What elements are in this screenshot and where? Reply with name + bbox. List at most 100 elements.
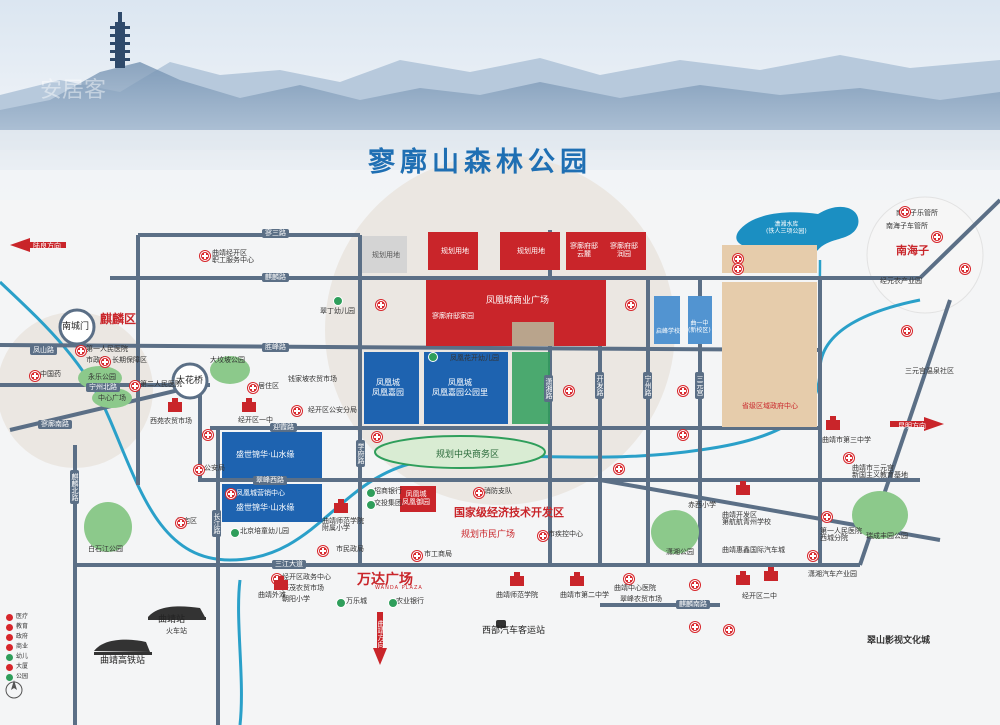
road-label-ninghua: 宁州北路: [86, 383, 120, 392]
label-jiyu: 启峰学校: [656, 328, 681, 335]
hospital-pin-icon: [130, 381, 140, 391]
reservoir: [736, 206, 859, 257]
hospital-pin-icon: [76, 346, 86, 356]
poi-label: 招商银行: [374, 487, 402, 495]
park-xiaoxiang: [651, 510, 699, 554]
kindergarten-pin-icon: [230, 528, 240, 538]
poi-label: 第一人民医院 西城分院: [820, 527, 862, 542]
legend-item: 商业: [6, 642, 28, 652]
road-label-ningzhou: 宁州路: [643, 372, 652, 399]
label-liaokuo: 寥廓府邸家园: [432, 312, 474, 320]
watermark: 安居客: [40, 78, 107, 103]
road-label-fengshan: 凤山路: [30, 346, 57, 355]
compass-icon: [5, 680, 23, 699]
road-label-kaifa: 开发路: [595, 372, 604, 399]
hsr-icon: [94, 639, 152, 655]
label-fhc-jiayuan: 凤凰城 凤凰嘉园: [372, 378, 404, 397]
poi-pin-icon: [176, 518, 186, 528]
block-fhc-jiayuan: [364, 352, 419, 424]
block-planning-red-3: [566, 280, 606, 346]
school-icon: [736, 481, 750, 495]
poi-pin-icon: [902, 326, 912, 336]
direction-kunming: 昆明方向: [898, 422, 926, 430]
poi-label: 消防支队: [484, 487, 512, 495]
poi-label: 中心广场: [98, 394, 126, 402]
legend-dot-icon: [6, 643, 13, 651]
pagoda-icon: [110, 12, 130, 68]
district-nanhaizi: 南海子: [896, 244, 929, 257]
bank-pin-icon: [366, 488, 376, 498]
kindergarten-pin-icon: [428, 352, 438, 362]
poi-label: 西部汽车客运站: [482, 626, 546, 636]
block-liaokuo-2: [566, 232, 646, 270]
poi-label: 第一人民医院: [86, 345, 128, 353]
police-pin-icon: [292, 406, 302, 416]
poi-label: 凤凰花开幼儿园: [450, 354, 499, 362]
school-icon: [274, 576, 288, 590]
poi-label: 永乐公园: [88, 373, 116, 381]
poi-label: 南海子车管所: [886, 222, 928, 230]
poi-label: 火车站: [166, 627, 187, 635]
legend-dot-icon: [6, 633, 13, 641]
block-shengshi-1: [222, 432, 322, 478]
poi-label: 曲靖市第三中学: [822, 436, 871, 444]
poi-pin-icon: [372, 432, 382, 442]
poi-pin-icon: [538, 531, 548, 541]
road-label-shenghu: 胜峰路: [262, 343, 289, 352]
gov-pin-icon: [100, 357, 110, 367]
road-label-yuquan: 潇湘路: [544, 375, 553, 402]
poi-label: 三元宫温泉社区: [905, 367, 954, 375]
train-icon: [148, 606, 206, 620]
poi-label: 经开区一中: [238, 416, 273, 424]
node-nanchengmen: 南城门: [62, 322, 90, 332]
legend-item: 教育: [6, 622, 28, 632]
poi-label: 经元农产业园: [880, 277, 922, 285]
label-fhc-yingxiao: 凤凰城营销中心: [236, 489, 285, 497]
label-planning-2: 规划用地: [441, 247, 469, 255]
poi-label-kaifaqu: 国家级经济技术开发区: [454, 506, 564, 519]
poi-label: 第二人民医院: [140, 380, 182, 388]
poi-label: 曲靖开发区 第航航青州学校: [722, 511, 771, 526]
school-icon: [570, 572, 584, 586]
label-planning-3: 规划用地: [517, 247, 545, 255]
poi-label: 中国药: [40, 370, 61, 378]
school-icon: [334, 499, 348, 513]
legend-dot-icon: [6, 613, 13, 621]
poi-label-cuishan: 翠山影视文化城: [867, 636, 931, 646]
legend-item: 公园: [6, 672, 28, 682]
legend-dot-icon: [6, 623, 13, 631]
poi-pin-icon: [678, 386, 688, 396]
label-qujing-1: 曲一中 (新校区): [688, 320, 711, 335]
road-label-nanshan: 麒麟北路: [70, 470, 79, 504]
poi-label: 曲靖惠鑫国际汽车城: [722, 546, 785, 554]
poi-label: 曲靖师范学院: [496, 591, 538, 599]
poi-label: 市疾控中心: [548, 530, 583, 538]
poi-pin-icon: [318, 546, 328, 556]
poi-pin-icon: [564, 386, 574, 396]
poi-label: 赤西小学: [688, 501, 716, 509]
poi-label: 公安局: [204, 464, 225, 472]
arrow-kunming: [890, 417, 944, 431]
poi-label: 规划市民广场: [461, 530, 516, 540]
poi-pin-icon: [900, 207, 910, 217]
legend-dot-icon: [6, 653, 13, 661]
bank-pin-icon: [388, 598, 398, 608]
block-planning-red-2: [500, 232, 560, 270]
poi-label: 白石江公园: [88, 545, 123, 553]
label-shengshi-1: 盛世锦华·山水缘: [236, 450, 295, 459]
poi-pin-icon: [690, 580, 700, 590]
label-fhc-business: 凤凰城商业广场: [486, 296, 550, 306]
label-gov: 省级区域政府中心: [742, 402, 798, 410]
poi-label: 翠丁幼儿园: [320, 307, 355, 315]
poi-label: 经开区公安分局: [308, 406, 357, 414]
poi-pin-icon: [626, 300, 636, 310]
arrow-nanfang: [373, 612, 387, 665]
hospital-pin-icon: [624, 574, 634, 584]
river-south: [237, 579, 243, 725]
poi-label: 西苑农贸市场: [150, 417, 192, 425]
poi-label: 翠峰农贸市场: [620, 595, 662, 603]
poi-pin-icon: [203, 430, 213, 440]
park-ruicheng: [852, 491, 908, 539]
poi-label: 北京培童幼儿园: [240, 527, 289, 535]
school-icon: [168, 398, 182, 412]
